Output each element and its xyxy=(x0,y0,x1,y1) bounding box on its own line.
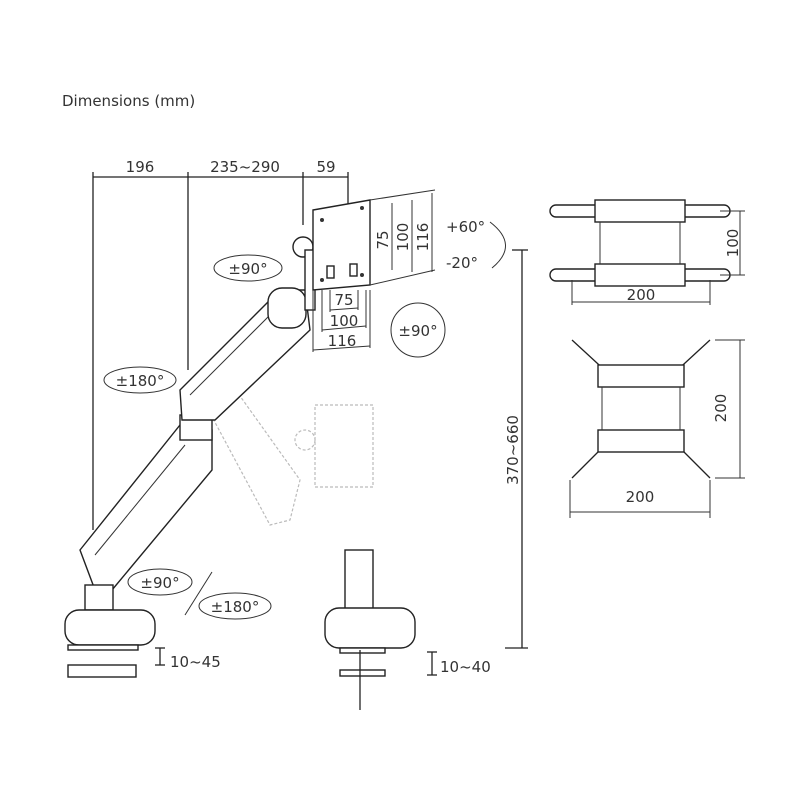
swivel-head-label: ±90° xyxy=(228,260,267,278)
dim-59: 59 xyxy=(316,158,335,176)
height-range-label: 370~660 xyxy=(504,415,522,485)
tilt-down-label: -20° xyxy=(446,254,478,272)
vesa-v-100: 100 xyxy=(394,223,412,252)
swivel-base-label: ±90° xyxy=(140,574,179,592)
vesa-adapter-100: 100 200 xyxy=(549,199,745,305)
grommet-range-label: 10~40 xyxy=(440,658,491,676)
lower-arm xyxy=(79,414,213,591)
height-dimension: 370~660 xyxy=(504,249,528,649)
tilt-indicator: +60° -20° xyxy=(446,218,506,272)
diagram-title: Dimensions (mm) xyxy=(62,92,195,110)
upper-arm xyxy=(179,236,316,421)
vesa-h-100: 100 xyxy=(330,312,359,330)
vesa-vertical-dimensions: 75 100 116 xyxy=(369,189,436,286)
rotate-head-label: ±90° xyxy=(398,322,437,340)
tilt-up-label: +60° xyxy=(446,218,485,236)
clamp-range-label: 10~45 xyxy=(170,653,221,671)
dim-196: 196 xyxy=(126,158,155,176)
rotation-labels: ±90° ±90° ±180° ±90° ±180° xyxy=(103,254,446,620)
adapter-bottom-height: 200 xyxy=(712,394,730,423)
vesa-horizontal-dimensions: 75 100 116 xyxy=(312,290,371,352)
vesa-v-75: 75 xyxy=(374,230,392,249)
vesa-v-116: 116 xyxy=(414,223,432,252)
vesa-plate xyxy=(312,199,371,291)
top-dimensions: 196 235~290 59 xyxy=(92,158,349,530)
adapter-top-width: 200 xyxy=(627,286,656,304)
swivel-base-alt-label: ±180° xyxy=(211,598,260,616)
grommet-base: 10~40 xyxy=(324,549,491,710)
adapter-bottom-width: 200 xyxy=(626,488,655,506)
vesa-h-75: 75 xyxy=(334,291,353,309)
adapter-top-height: 100 xyxy=(724,229,742,258)
clamp-base: 10~45 xyxy=(64,584,221,678)
vesa-adapter-200: 200 200 xyxy=(569,339,745,518)
vesa-h-116: 116 xyxy=(328,332,357,350)
swivel-mid-label: ±180° xyxy=(116,372,165,390)
dim-235-290: 235~290 xyxy=(210,158,280,176)
